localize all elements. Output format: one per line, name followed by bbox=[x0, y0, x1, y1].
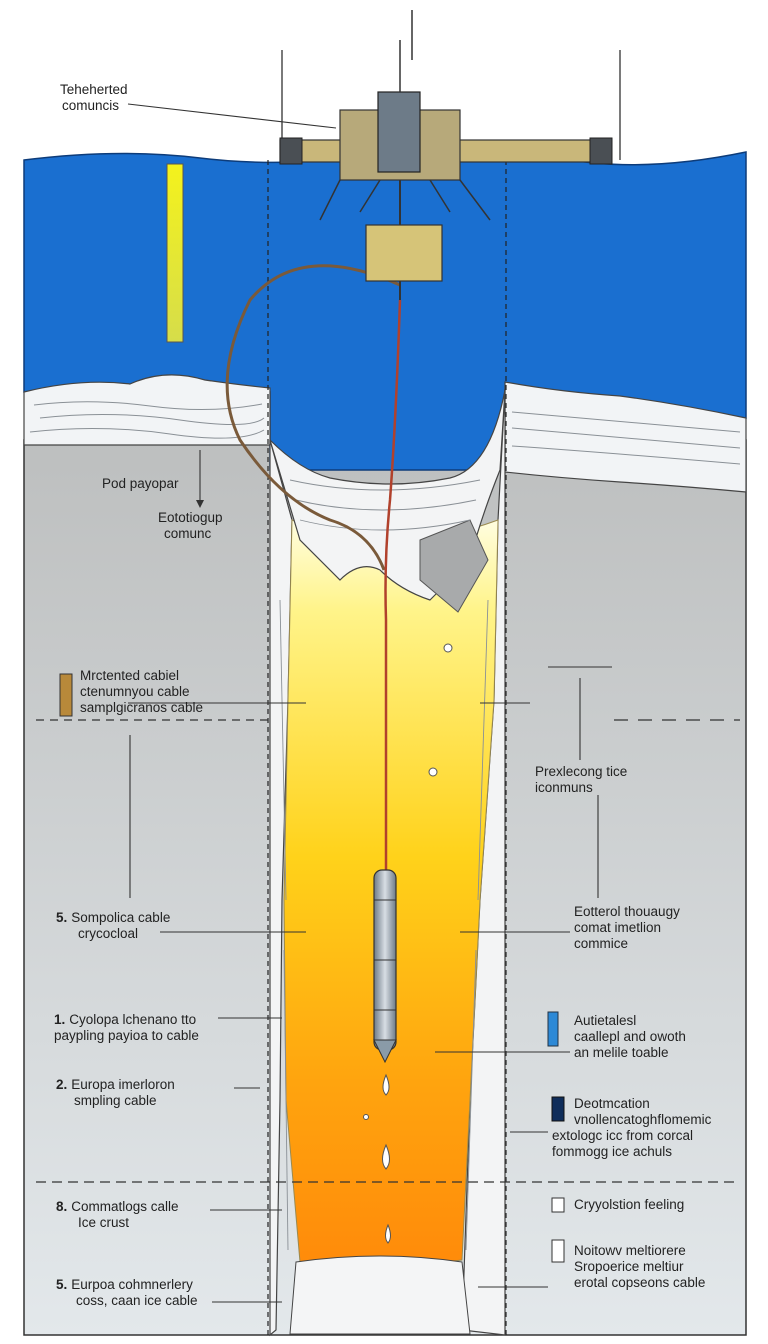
label-cryyolstion: Cryyolstion feeling bbox=[574, 1197, 685, 1212]
label-deotmcation: Deotmcation vnollencatoghflomemic extolo… bbox=[552, 1096, 712, 1159]
label-eototiogup: Eototiogup comunc bbox=[158, 510, 223, 541]
label-sompolica: 5.Sompolica cable crycocloal bbox=[56, 910, 171, 941]
tether-cable-loop bbox=[225, 264, 401, 571]
label-cyolopa: 1.Cyolopa lchenano tto paypling payioa t… bbox=[54, 1012, 199, 1043]
label-europa-2: 2.Europa imerloron smpling cable bbox=[56, 1077, 175, 1108]
cryobot-probe bbox=[373, 869, 397, 1064]
depth-marker-bar bbox=[166, 163, 184, 343]
surface-ice-left bbox=[23, 374, 271, 446]
surface-lander bbox=[279, 10, 613, 300]
label-pod-payopar: Pod payopar bbox=[102, 476, 179, 491]
label-tethered: Teheherted comuncis bbox=[60, 82, 128, 113]
label-autietalesl: Autietalesl caallepl and owoth an melile… bbox=[574, 1013, 686, 1060]
label-mrctented: Mrctented cabiel ctenumnyou cable samplg… bbox=[80, 668, 204, 715]
blue-bar-icon bbox=[547, 1011, 559, 1047]
small-cartridge-icon bbox=[59, 673, 73, 717]
empty-checkbox-2 bbox=[551, 1239, 565, 1263]
label-prexlecong: Prexlecong tice iconmuns bbox=[535, 764, 628, 795]
melt-pool-debris bbox=[289, 1255, 471, 1335]
label-europa-5: 5.Eurpoa cohmnerlery coss, caan ice cabl… bbox=[56, 1277, 198, 1308]
empty-checkbox-1 bbox=[551, 1197, 565, 1213]
label-eotterol: Eotterol thouaugy comat imetlion commice bbox=[574, 904, 680, 951]
surface-ice-right bbox=[504, 381, 747, 493]
main-cable bbox=[384, 299, 402, 870]
navy-square-icon bbox=[551, 1096, 565, 1122]
label-noitowv: Noitowv meltiorere Sropoerice meltiur er… bbox=[574, 1243, 706, 1290]
label-commatlogs: 8.Commatlogs calle Ice crust bbox=[56, 1199, 179, 1230]
